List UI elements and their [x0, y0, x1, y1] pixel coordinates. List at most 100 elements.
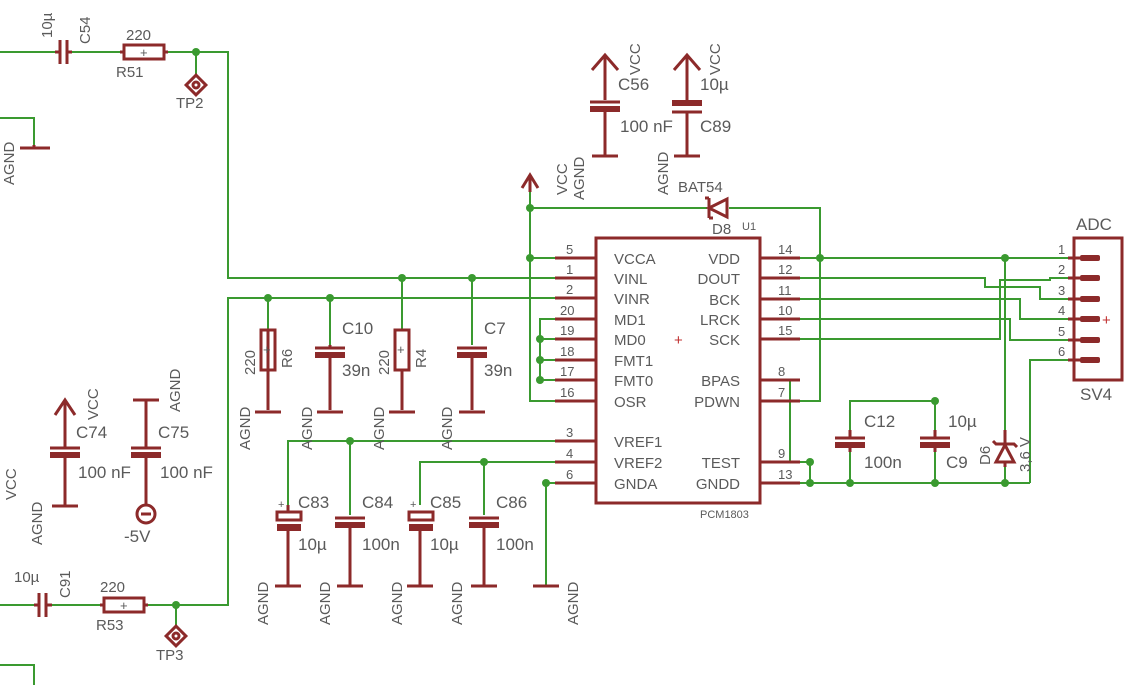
d6-zener: D6 3,6 V [977, 430, 1034, 472]
c85-label: C85 [430, 493, 461, 512]
pin-name: VREF2 [614, 455, 662, 472]
c89-capacitor: VCC 10µ C89 AGND [655, 43, 731, 195]
c83-label: C83 [298, 493, 329, 512]
c83-value: 10µ [298, 535, 327, 554]
vcc-label: VCC [707, 43, 724, 75]
d6-value: 3,6 V [1017, 437, 1034, 472]
c54-label: C54 [77, 16, 94, 44]
c84-capacitor: C84 100n AGND [317, 493, 400, 625]
agnd-label: AGND [449, 581, 466, 625]
r53-label: R53 [96, 617, 124, 634]
c9-value: 10µ [948, 412, 977, 431]
agnd-label: AGND [565, 581, 582, 625]
agnd-label: AGND [255, 581, 272, 625]
pin-num: 15 [778, 323, 792, 338]
r4-resistor: + 220 R4 AGND [371, 328, 430, 450]
agnd-label: AGND [299, 406, 316, 450]
agnd-label: AGND [317, 581, 334, 625]
pin-num: 4 [566, 446, 573, 461]
c91-value: 10µ [14, 569, 40, 586]
pin-num: 3 [566, 425, 573, 440]
connector-pin: 4 [1058, 303, 1065, 318]
agnd-label: AGND [29, 501, 46, 545]
ic-part-label: PCM1803 [700, 509, 749, 521]
c84-value: 100n [362, 535, 400, 554]
pin-num: 2 [566, 282, 573, 297]
vcc-label: VCC [85, 388, 102, 420]
r4-label: R4 [413, 349, 430, 368]
r6-resistor: + 220 R6 AGND [237, 328, 296, 450]
d8-diode: BAT54 D8 [678, 179, 731, 238]
connector-origin-mark: + [1102, 312, 1111, 329]
c75-capacitor: AGND C75 100 nF -5V [124, 368, 213, 546]
pin-name: LRCK [700, 312, 740, 329]
pin-num: 7 [778, 385, 785, 400]
tp2-testpoint: TP2 [176, 72, 209, 112]
pin-name: TEST [702, 455, 740, 472]
vcc-label: VCC [554, 163, 571, 195]
r6-value: 220 [242, 350, 259, 375]
agnd-label: AGND [655, 151, 672, 195]
connector-pin: 2 [1058, 262, 1065, 277]
r51-value: 220 [126, 27, 151, 44]
pin-num: 20 [560, 303, 574, 318]
pin-num: 11 [778, 283, 792, 298]
pin-name: PDWN [694, 394, 740, 411]
ic-origin-mark: + [674, 332, 683, 349]
pin-num: 18 [560, 344, 574, 359]
connector-name: SV4 [1080, 385, 1112, 404]
c75-value: 100 nF [160, 463, 213, 482]
neg5v-label: -5V [124, 527, 151, 546]
agnd-label: AGND [389, 581, 406, 625]
c10-capacitor: C10 39n AGND [299, 319, 373, 450]
svg-text:+: + [120, 598, 128, 613]
c56-value: 100 nF [620, 117, 673, 136]
agnd-label: AGND [1, 141, 18, 185]
connector-title: ADC [1076, 215, 1112, 234]
pin-num: 5 [566, 242, 573, 257]
vcc-symbol: VCC AGND [520, 156, 588, 200]
c12-value: 100n [864, 453, 902, 472]
connector-pin: 1 [1058, 242, 1065, 257]
vcc-label: VCC [627, 43, 644, 75]
tp2-label: TP2 [176, 95, 204, 112]
pin-num: 16 [560, 385, 574, 400]
ground-symbol [20, 145, 50, 150]
r4-value: 220 [376, 350, 393, 375]
c74-capacitor: VCC C74 100 nF [50, 388, 131, 508]
c86-value: 100n [496, 535, 534, 554]
pin-name: VINL [614, 271, 647, 288]
c83-capacitor: + C83 10µ AGND [255, 493, 329, 625]
pin-name: SCK [709, 332, 740, 349]
pin-name: MD0 [614, 332, 646, 349]
pin-name: BCK [709, 292, 740, 309]
pin-name: VCCA [614, 251, 656, 268]
pin-name: VREF1 [614, 434, 662, 451]
d8-label: D8 [712, 221, 731, 238]
c75-label: C75 [158, 423, 189, 442]
pin-num: 8 [778, 364, 785, 379]
c89-value: 10µ [700, 75, 729, 94]
r51-resistor: + 220 R51 [116, 27, 168, 81]
c7-capacitor: C7 39n AGND [439, 319, 512, 450]
pin-name: FMT1 [614, 353, 653, 370]
agnd-label: AGND [571, 156, 588, 200]
ic-u1: + 5 1 2 20 19 18 17 16 3 4 6 VCCA VINL V… [555, 221, 800, 521]
pin-name: MD1 [614, 312, 646, 329]
c74-value: 100 nF [78, 463, 131, 482]
c9-capacitor: 10µ C9 [920, 412, 977, 472]
connector-pin: 3 [1058, 283, 1065, 298]
pin-num: 10 [778, 303, 792, 318]
c12-capacitor: C12 100n [835, 412, 902, 472]
c91-label: C91 [57, 570, 74, 598]
gnda-ground: AGND [533, 581, 582, 625]
wires [0, 51, 1068, 685]
junctions [172, 48, 1009, 609]
c12-label: C12 [864, 412, 895, 431]
pin-name: FMT0 [614, 373, 653, 390]
agnd-label: AGND [439, 406, 456, 450]
agnd-label: AGND [167, 368, 184, 412]
connector-pin: 5 [1058, 324, 1065, 339]
agnd-label: AGND [371, 406, 388, 450]
c89-label: C89 [700, 117, 731, 136]
